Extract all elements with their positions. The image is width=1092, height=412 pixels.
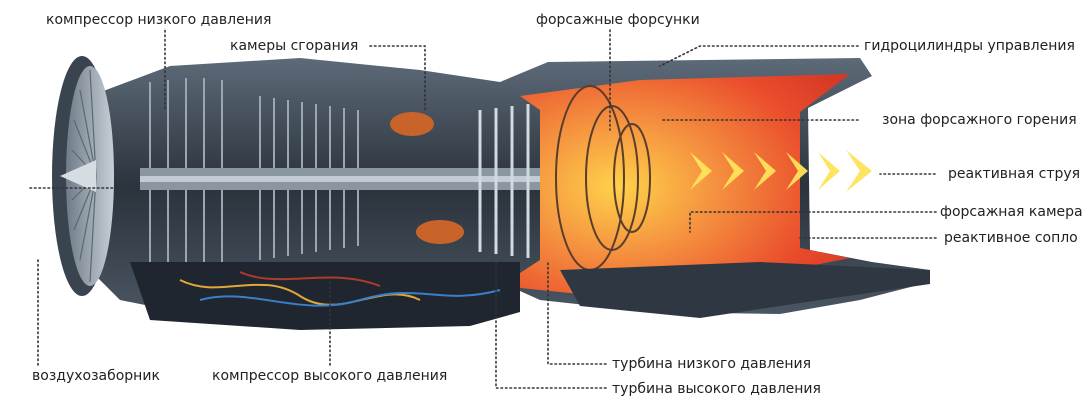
label-nozzle: реактивное сопло (942, 230, 1080, 246)
accessory-gearbox (130, 262, 520, 330)
label-hydraulic-cylinders: гидроцилиндры управления (862, 38, 1077, 54)
combustion-chamber-lower (416, 220, 464, 244)
label-hp-turbine: турбина высокого давления (610, 381, 823, 397)
label-hp-compressor: компрессор высокого давления (210, 368, 450, 384)
label-afterburner-injectors: форсажные форсунки (534, 12, 702, 28)
engine-core (60, 58, 540, 330)
label-afterburner-zone: зона форсажного горения (880, 112, 1079, 128)
label-air-intake: воздухозаборник (30, 368, 162, 384)
label-afterburner-chamber: форсажная камера (938, 204, 1085, 220)
intake-fan (52, 56, 114, 296)
jet-stream-chevrons (690, 150, 872, 192)
afterburner-flame (520, 74, 850, 300)
afterburner-section (500, 58, 930, 318)
accessory-pipes (179, 271, 501, 307)
nozzle-lower (560, 262, 930, 318)
label-lp-turbine: турбина низкого давления (610, 356, 814, 372)
turbine-stages (478, 104, 530, 258)
combustion-chamber-upper (390, 112, 434, 136)
label-combustion-chambers: камеры сгорания (228, 38, 361, 54)
label-jet-stream: реактивная струя (946, 166, 1083, 182)
leader-lines (29, 25, 937, 389)
label-lp-compressor: компрессор низкого давления (44, 12, 274, 28)
intake-cone (60, 160, 96, 192)
shaft-highlight (140, 176, 540, 182)
